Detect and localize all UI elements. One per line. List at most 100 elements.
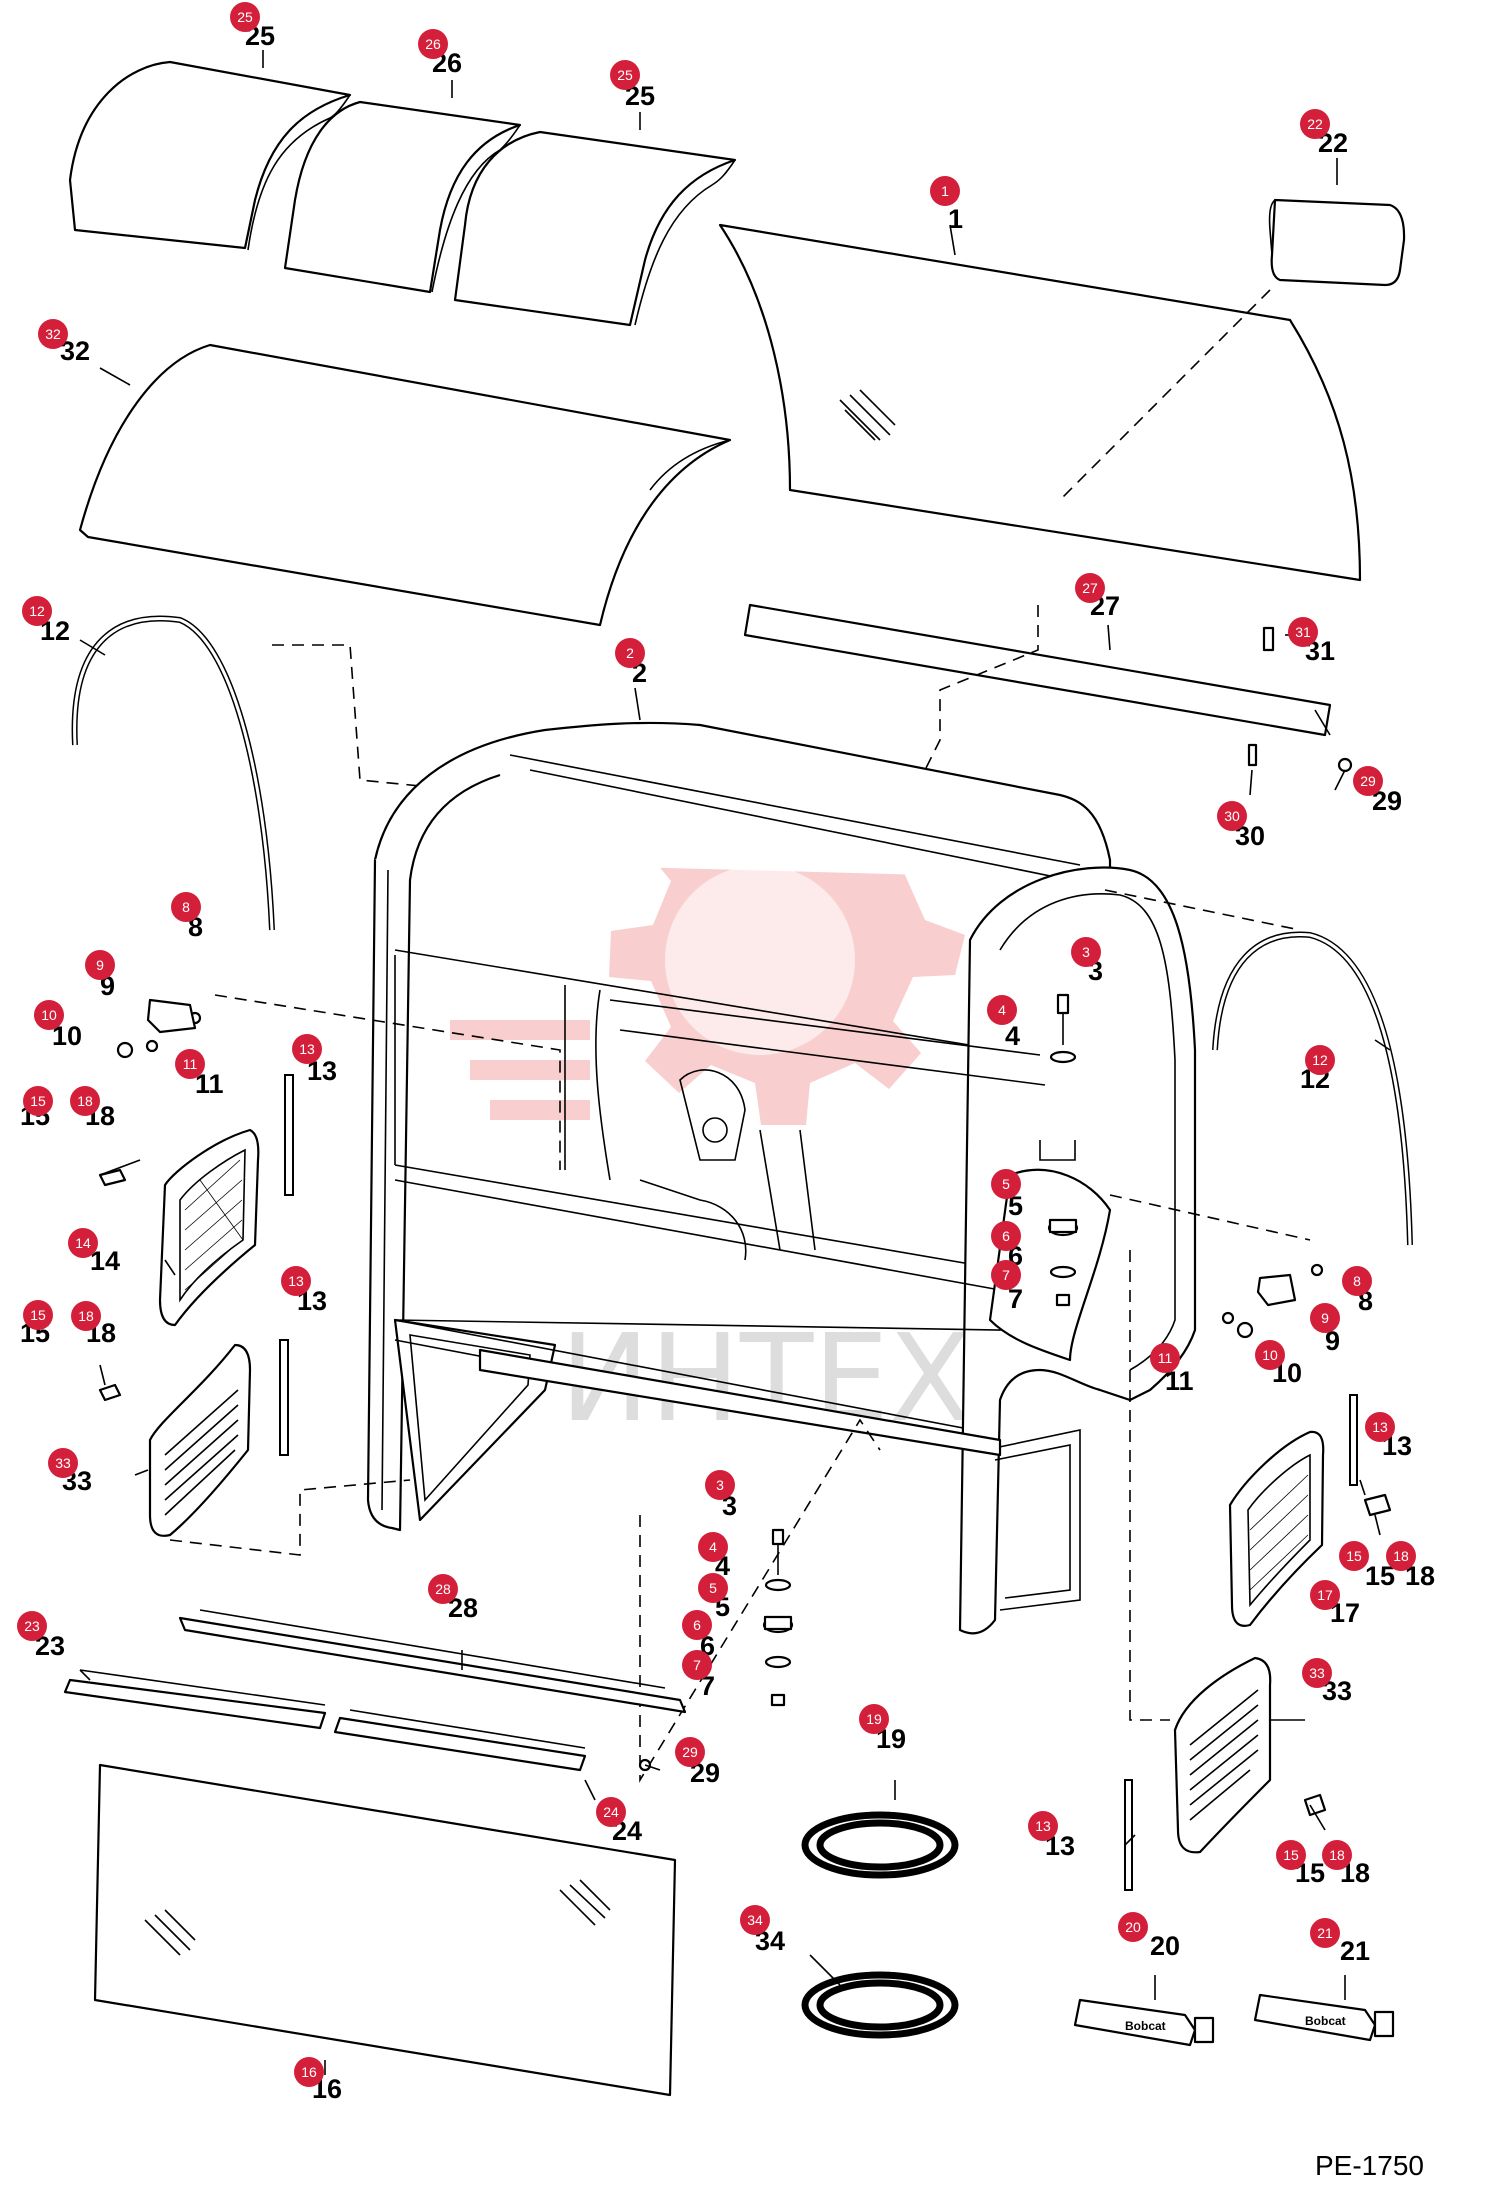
- callout-label: 21: [1340, 1936, 1370, 1966]
- headliner-32: [78, 343, 732, 627]
- callout-badge-number: 13: [288, 1273, 304, 1289]
- callout-badge: [991, 1260, 1021, 1290]
- callout-5b: 55: [698, 1573, 730, 1622]
- callout-badge-number: 4: [709, 1539, 717, 1555]
- screw-30: [1247, 743, 1258, 767]
- callout-badge: [610, 60, 640, 90]
- callout-badge: [230, 2, 260, 32]
- hinge-left: [116, 998, 202, 1059]
- callout-7b: 77: [682, 1650, 715, 1701]
- callout-badge: [1386, 1541, 1416, 1571]
- callout-2: 22: [615, 638, 647, 688]
- callout-badge-number: 18: [78, 1308, 94, 1324]
- callout-badge-number: 2: [626, 645, 634, 661]
- callout-badge-number: 7: [693, 1657, 701, 1673]
- mesh-window-17: [1228, 1430, 1325, 1627]
- callout-badge-number: 12: [29, 603, 45, 619]
- callout-badge: [1310, 1580, 1340, 1610]
- callout-badge: [1322, 1840, 1352, 1870]
- callout-badge: [171, 892, 201, 922]
- nut-29: [1337, 757, 1353, 773]
- mount-stack-lower: [762, 1528, 794, 1707]
- vent-33-left: [148, 1343, 252, 1537]
- callout-badge-number: 19: [866, 1711, 882, 1727]
- callout-badge-number: 34: [747, 1912, 763, 1928]
- callout-badge: [615, 638, 645, 668]
- callout-badge: [698, 1573, 728, 1603]
- callout-4a: 44: [987, 995, 1020, 1051]
- callout-badge-number: 3: [716, 1477, 724, 1493]
- callout-badge-number: 32: [45, 326, 61, 342]
- callout-badge: [1300, 109, 1330, 139]
- callout-badge: [705, 1470, 735, 1500]
- callout-badge: [1302, 1658, 1332, 1688]
- callout-badge-number: 8: [182, 899, 190, 915]
- callout-badge: [596, 1797, 626, 1827]
- mount-stack-right: [1039, 993, 1079, 1307]
- callout-badge-number: 9: [1321, 1310, 1329, 1326]
- strip-13c: [1349, 1394, 1358, 1486]
- callout-badge: [682, 1650, 712, 1680]
- front-glass-1: [718, 223, 1362, 582]
- vent-33-right: [1173, 1656, 1272, 1854]
- callout-badge: [1339, 1541, 1369, 1571]
- callout-badge: [1028, 1811, 1058, 1841]
- seal-coil-34: [801, 1971, 959, 2039]
- callout-badge-number: 15: [1346, 1548, 1362, 1564]
- lower-glass-16: [93, 1763, 677, 2097]
- callout-label: 7: [700, 1671, 715, 1701]
- callout-badge: [1342, 1266, 1372, 1296]
- seal-12-right: [1212, 931, 1413, 1246]
- callout-badge-number: 20: [1125, 1919, 1141, 1935]
- callout-label: 1: [948, 204, 963, 234]
- callout-badge: [292, 1034, 322, 1064]
- callout-label: 7: [1008, 1284, 1023, 1314]
- callout-badge-number: 13: [1372, 1419, 1388, 1435]
- callout-badge-number: 29: [1360, 773, 1376, 789]
- callout-badge-number: 1: [941, 183, 949, 199]
- callout-badge: [34, 1000, 64, 1030]
- callout-9b: 99: [1310, 1303, 1340, 1356]
- callout-badge-number: 15: [30, 1307, 46, 1323]
- callout-badge-number: 13: [299, 1041, 315, 1057]
- callout-badge-number: 9: [96, 957, 104, 973]
- strip-13b: [279, 1339, 289, 1456]
- hinge-right: [1221, 1263, 1324, 1339]
- callout-badge: [987, 995, 1017, 1025]
- callout-5a: 55: [991, 1169, 1023, 1221]
- callout-badge: [1353, 766, 1383, 796]
- tube-21: Bobcat: [1253, 1993, 1395, 2042]
- callout-badge: [1217, 801, 1247, 831]
- callout-layer: 2525262625252222113232121222272731312929…: [17, 2, 1435, 2104]
- callout-badge: [418, 29, 448, 59]
- callout-badge-number: 21: [1317, 1925, 1333, 1941]
- channel-24: [333, 1709, 587, 1772]
- seal-12-left: [71, 615, 275, 931]
- seal-coil-19: [801, 1811, 959, 1879]
- callout-badge: [1305, 1045, 1335, 1075]
- callout-1: 11: [930, 176, 963, 234]
- callout-badge-number: 18: [1393, 1548, 1409, 1564]
- callout-badge-number: 10: [1262, 1347, 1278, 1363]
- part-22-block: [1268, 198, 1406, 287]
- callout-badge-number: 3: [1082, 944, 1090, 960]
